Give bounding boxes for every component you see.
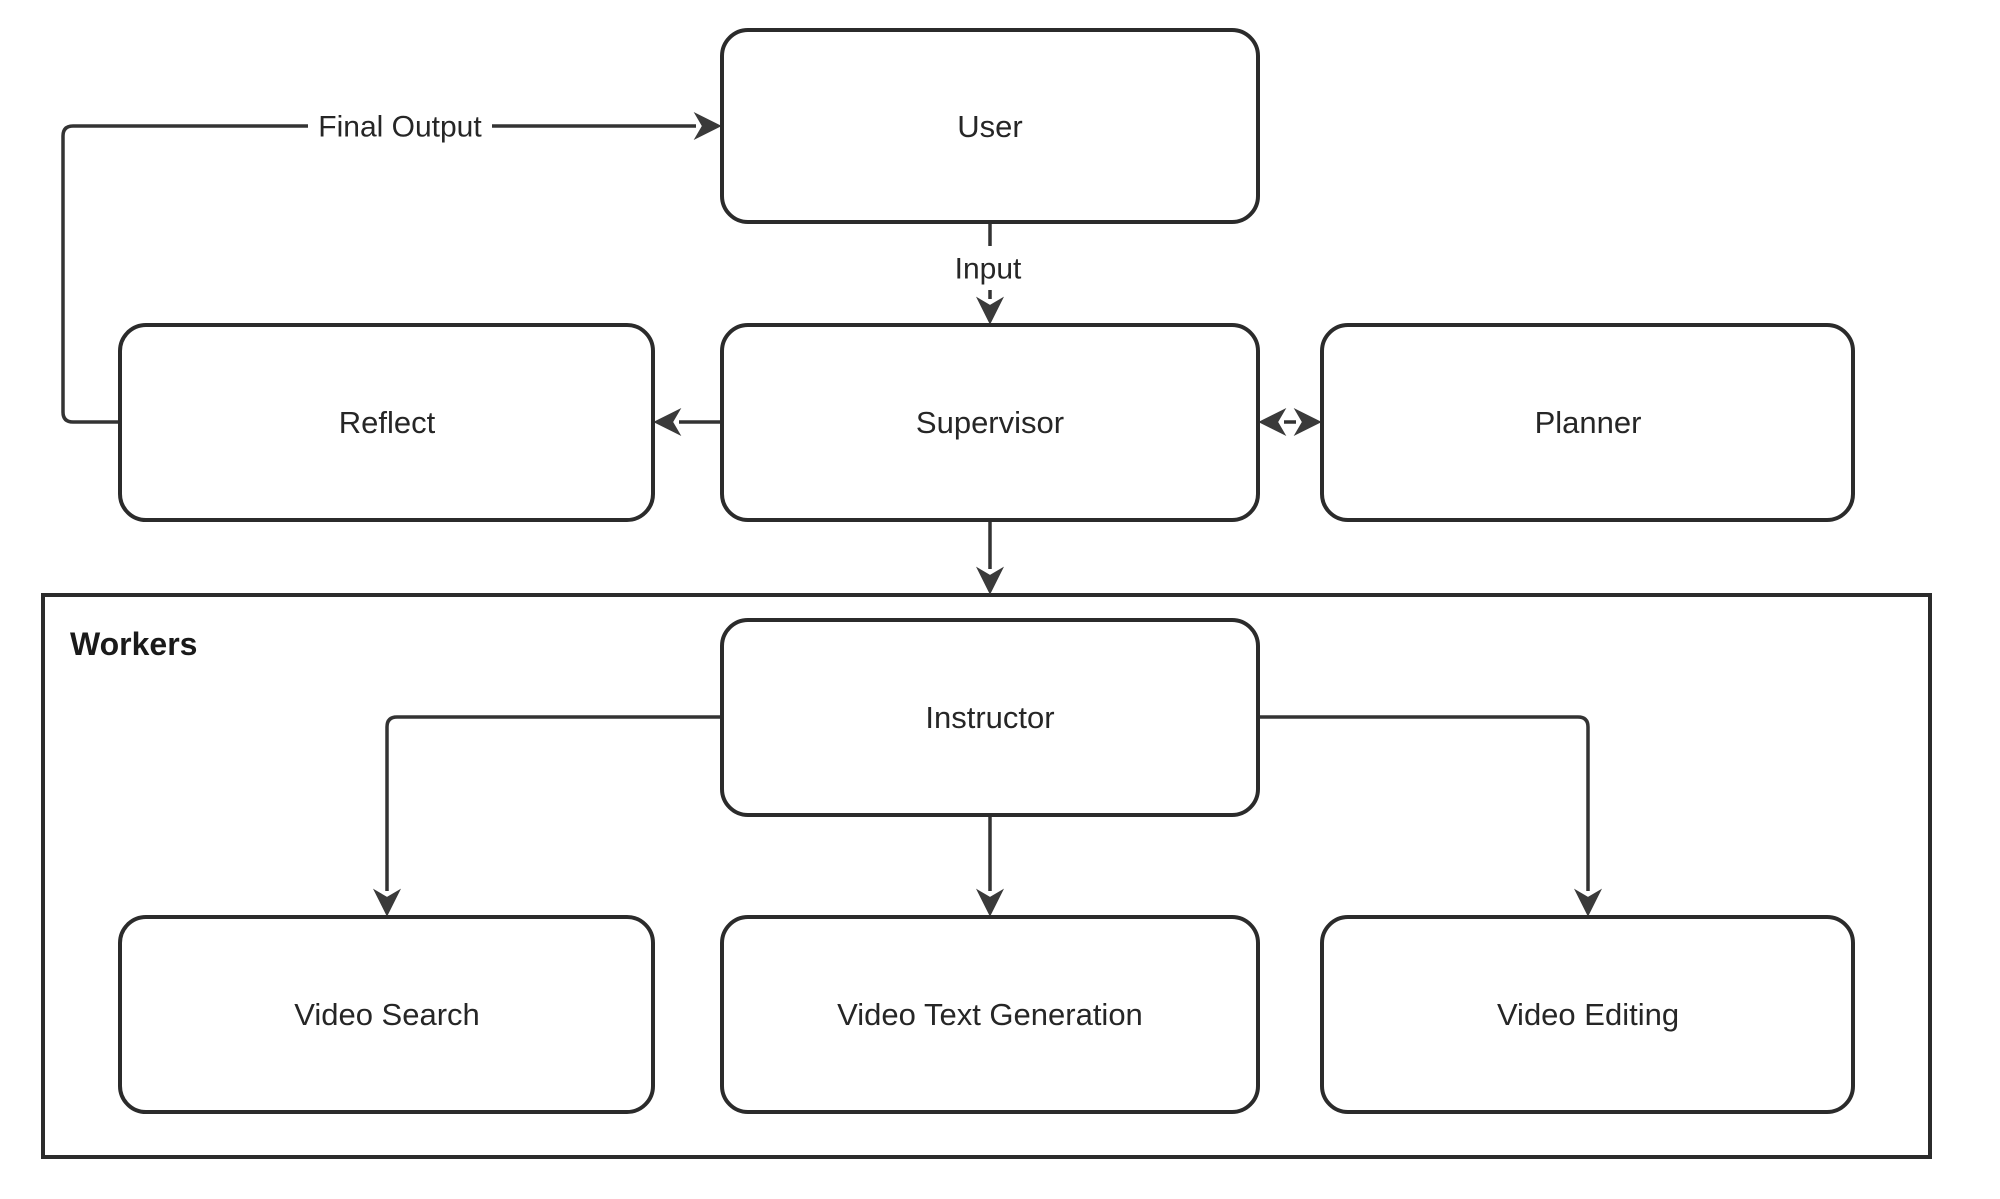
supervisor-box xyxy=(720,323,1260,522)
planner-box xyxy=(1320,323,1855,522)
workers-group-box xyxy=(41,593,1932,1159)
node-video-editing: Video Editing xyxy=(1320,915,1855,1114)
input-label: Input xyxy=(955,253,1022,286)
supervisor-label: Supervisor xyxy=(916,405,1064,440)
node-instructor: Instructor xyxy=(720,618,1260,817)
node-user: User xyxy=(720,28,1260,224)
video-search-label: Video Search xyxy=(294,997,480,1032)
input-label-bg xyxy=(941,246,1035,290)
video-text-generation-box xyxy=(720,915,1260,1114)
final-output-label: Final Output xyxy=(318,111,482,144)
edge-label-final-output: Final Output xyxy=(308,104,492,148)
final-output-label-bg xyxy=(308,104,492,148)
user-label: User xyxy=(957,109,1022,144)
video-text-generation-label: Video Text Generation xyxy=(837,997,1143,1032)
node-reflect: Reflect xyxy=(118,323,655,522)
video-editing-label: Video Editing xyxy=(1497,997,1679,1032)
instructor-box xyxy=(720,618,1260,817)
video-search-box xyxy=(118,915,655,1114)
edge-instructor-to-video-editing xyxy=(1258,715,1602,917)
node-supervisor: Supervisor xyxy=(720,323,1260,522)
node-planner: Planner xyxy=(1320,323,1855,522)
edge-label-input: Input xyxy=(941,246,1035,290)
node-video-search: Video Search xyxy=(118,915,655,1114)
edge-reflect-to-user xyxy=(61,112,722,424)
user-box xyxy=(720,28,1260,224)
edge-instructor-to-video-search xyxy=(373,715,722,917)
planner-label: Planner xyxy=(1535,405,1642,440)
video-editing-box xyxy=(1320,915,1855,1114)
workers-group-label: Workers xyxy=(70,626,197,662)
node-video-text-generation: Video Text Generation xyxy=(720,915,1260,1114)
reflect-label: Reflect xyxy=(339,405,436,440)
instructor-label: Instructor xyxy=(925,700,1054,735)
reflect-box xyxy=(118,323,655,522)
